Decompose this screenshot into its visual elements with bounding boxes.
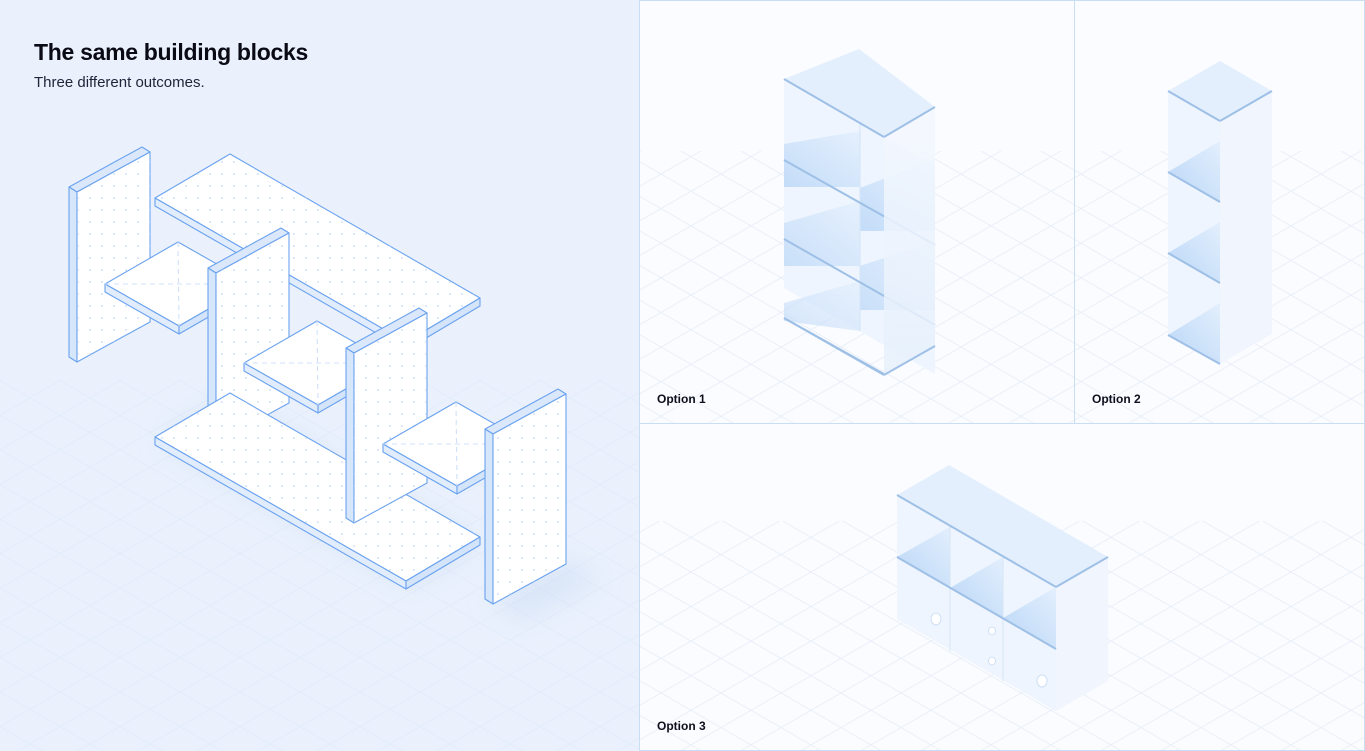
option-2-tower-illustration <box>1075 61 1364 423</box>
door-knob-right <box>1036 674 1048 688</box>
option-3-panel: Option 3 <box>639 423 1365 751</box>
exploded-parts-illustration <box>0 146 639 751</box>
door-knob-left <box>930 612 942 626</box>
divider-1 <box>207 227 290 444</box>
option-2-label: Option 2 <box>1092 392 1141 406</box>
side-panel-right <box>484 388 567 605</box>
bottom-board <box>154 392 481 590</box>
drawer-knob-bottom <box>988 656 996 666</box>
exploded-parts-section: The same building blocks Three different… <box>0 0 639 751</box>
option-1-label: Option 1 <box>657 392 706 406</box>
option-1-panel: Option 1 <box>639 0 1075 424</box>
option-3-cabinet-illustration <box>640 465 1364 750</box>
side-panel-left <box>68 146 151 363</box>
page-title: The same building blocks <box>34 39 308 65</box>
page-subtitle: Three different outcomes. <box>34 74 205 91</box>
option-3-label: Option 3 <box>657 719 706 733</box>
divider-2 <box>345 307 428 524</box>
option-2-panel: Option 2 <box>1074 0 1365 424</box>
top-board <box>154 153 481 351</box>
drawer-knob-top <box>988 626 996 636</box>
option-1-bookshelf-illustration <box>640 49 1074 423</box>
